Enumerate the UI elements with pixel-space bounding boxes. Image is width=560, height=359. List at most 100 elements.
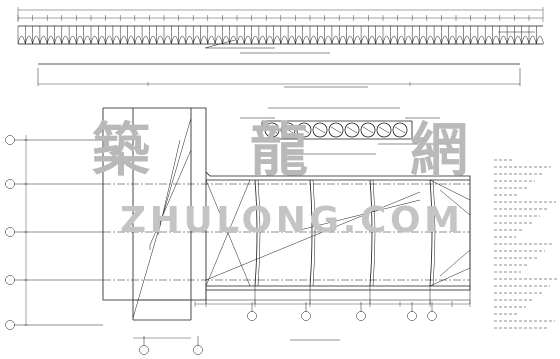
elevation-arch bbox=[360, 35, 369, 45]
elevation-arch bbox=[61, 35, 70, 45]
elevation-arch bbox=[295, 35, 303, 45]
bay-divider bbox=[254, 179, 258, 287]
elevation-view bbox=[17, 7, 544, 88]
section-circle bbox=[280, 122, 296, 138]
elevation-arch bbox=[411, 35, 420, 45]
elevation-arch bbox=[207, 35, 216, 45]
elevation-arch bbox=[309, 35, 318, 45]
bay-divider bbox=[369, 179, 373, 287]
elevation-arch bbox=[514, 35, 522, 45]
grid-axis-bubble bbox=[139, 345, 149, 355]
elevation-arch bbox=[317, 35, 325, 45]
elevation-arch bbox=[39, 35, 48, 45]
end-wedge bbox=[429, 179, 471, 287]
elevation-arch bbox=[346, 35, 355, 45]
elevation-arch bbox=[192, 35, 201, 45]
elevation-arch bbox=[280, 35, 289, 45]
elevation-arch bbox=[171, 35, 179, 45]
bottom-grid-axes bbox=[139, 302, 437, 355]
elevation-arch bbox=[149, 35, 157, 45]
notes-block bbox=[494, 159, 558, 329]
section-circle bbox=[264, 122, 280, 138]
section-circle bbox=[376, 122, 392, 138]
watermark: 築 龍 網 ZHULONG.COM bbox=[92, 116, 468, 241]
elevation-arch bbox=[375, 35, 384, 45]
elevation-arch bbox=[83, 35, 92, 45]
elevation-arch bbox=[521, 35, 530, 45]
elevation-arch bbox=[112, 35, 121, 45]
elevation-arch bbox=[470, 35, 479, 45]
elevation-arch bbox=[426, 35, 435, 45]
bay-divider bbox=[429, 179, 433, 287]
elevation-arch bbox=[156, 35, 165, 45]
grid-axis-bubble bbox=[247, 311, 257, 321]
grid-axis-bubble bbox=[356, 311, 366, 321]
elevation-arch bbox=[433, 35, 442, 45]
watermark-url: ZHULONG.COM bbox=[120, 200, 460, 241]
section-circle bbox=[392, 122, 408, 138]
elevation-arch bbox=[127, 35, 136, 45]
elevation-arch bbox=[528, 35, 537, 45]
section-hatch bbox=[378, 126, 390, 134]
grid-axis-bubble bbox=[5, 227, 15, 237]
elevation-arch bbox=[477, 35, 486, 45]
elevation-arch bbox=[463, 35, 471, 45]
bay-diagonal bbox=[205, 179, 251, 287]
elevation-arch bbox=[236, 35, 245, 45]
elevation-arch bbox=[390, 35, 398, 45]
grid-axis-bubble bbox=[407, 311, 417, 321]
elevation-arch bbox=[244, 35, 252, 45]
elevation-arch bbox=[536, 35, 544, 45]
section-circles bbox=[264, 122, 408, 138]
elevation-arch bbox=[338, 35, 347, 45]
section-hatch bbox=[346, 126, 358, 134]
section-hatch bbox=[330, 126, 342, 134]
elevation-arch bbox=[105, 35, 114, 45]
plan-bays bbox=[205, 179, 471, 304]
elevation-arch bbox=[331, 35, 340, 45]
top-dimension-ticks bbox=[17, 15, 530, 21]
elevation-arch bbox=[54, 35, 63, 45]
grid-axis-bubble bbox=[193, 345, 203, 355]
elevation-arch bbox=[448, 35, 457, 45]
elevation-arch bbox=[17, 35, 26, 45]
watermark-char-2: 龍 bbox=[250, 116, 308, 184]
elevation-arch bbox=[214, 35, 223, 45]
elevation-arch bbox=[265, 35, 274, 45]
elevation-arch bbox=[178, 35, 187, 45]
elevation-arch bbox=[32, 35, 41, 45]
elevation-arch bbox=[200, 35, 209, 45]
grid-axis-bubble bbox=[427, 311, 437, 321]
section-circle bbox=[312, 122, 328, 138]
elevation-arch bbox=[506, 35, 515, 45]
elevation-arch bbox=[141, 35, 150, 45]
elevation-arch bbox=[98, 35, 106, 45]
elevation-arch bbox=[90, 35, 99, 45]
end-brace bbox=[439, 249, 471, 277]
elevation-arch bbox=[404, 35, 413, 45]
grid-axis-bubble bbox=[5, 275, 15, 285]
elevation-arch bbox=[273, 35, 282, 45]
elevation-arches bbox=[17, 26, 544, 45]
elevation-arch bbox=[185, 35, 194, 45]
elevation-arch bbox=[455, 35, 464, 45]
watermark-char-1: 築 bbox=[92, 116, 151, 184]
elevation-arch bbox=[324, 35, 333, 45]
elevation-arch bbox=[441, 35, 449, 45]
watermark-char-3: 網 bbox=[410, 116, 468, 184]
section-hatch bbox=[298, 126, 310, 134]
bay-divider-inner bbox=[257, 179, 261, 287]
end-brace bbox=[439, 189, 471, 216]
elevation-arch bbox=[119, 35, 128, 45]
elevation-arch bbox=[382, 35, 391, 45]
grid-axis-bubble bbox=[5, 179, 15, 189]
grid-axis-bubble bbox=[301, 311, 311, 321]
elevation-arch bbox=[222, 35, 230, 45]
elevation-arch bbox=[68, 35, 77, 45]
left-grid-axes bbox=[5, 135, 470, 330]
bay-divider bbox=[309, 179, 313, 287]
elevation-arch bbox=[397, 35, 406, 45]
elevation-arch bbox=[76, 35, 84, 45]
section-detail bbox=[240, 107, 448, 155]
